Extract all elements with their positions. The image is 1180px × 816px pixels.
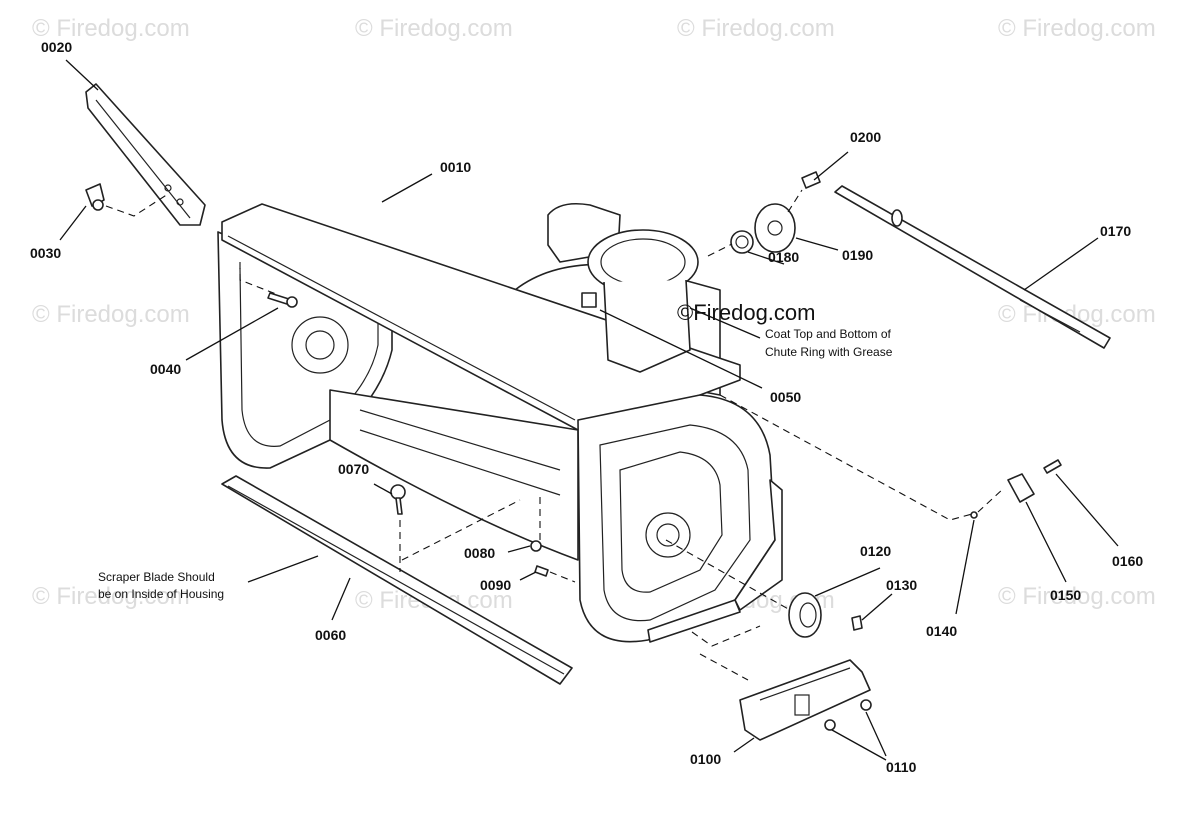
leader-lines — [59, 59, 1119, 761]
flange-bolt — [851, 615, 863, 631]
scraper-bar — [221, 475, 573, 685]
label-0180: 0180 — [768, 249, 799, 265]
label-0020: 0020 — [41, 39, 72, 55]
label-0170: 0170 — [1100, 223, 1131, 239]
watermark: © Firedog.com — [32, 301, 190, 328]
flange-bolt-rear — [801, 171, 821, 189]
watermark: © Firedog.com — [998, 583, 1156, 610]
blower-housing — [217, 203, 783, 643]
chute-ring — [547, 202, 699, 373]
bearing-flange-rear — [754, 203, 796, 253]
center-watermark: ©Firedog.com — [677, 300, 815, 325]
spacer — [1007, 473, 1035, 503]
bushing — [730, 230, 754, 254]
label-0200: 0200 — [850, 129, 881, 145]
notes: Coat Top and Bottom of Chute Ring with G… — [98, 327, 893, 601]
label-0080: 0080 — [464, 545, 495, 561]
watermark: © Firedog.com — [355, 15, 513, 42]
watermark: © Firedog.com — [32, 583, 190, 610]
part-labels: 0020 0030 0040 0010 0050 0200 0190 0180 … — [30, 39, 1143, 775]
label-0060: 0060 — [315, 627, 346, 643]
auger-shaft — [834, 185, 1111, 349]
label-0100: 0100 — [690, 751, 721, 767]
grease-note-line1: Coat Top and Bottom of — [765, 327, 892, 341]
label-0070: 0070 — [338, 461, 369, 477]
skid-shoe — [85, 83, 206, 226]
label-0030: 0030 — [30, 245, 61, 261]
skid-nut — [860, 699, 872, 711]
label-0110: 0110 — [886, 759, 917, 775]
label-0120: 0120 — [860, 543, 891, 559]
carriage-bolt — [267, 292, 298, 308]
label-0130: 0130 — [886, 577, 917, 593]
label-0010: 0010 — [440, 159, 471, 175]
scraper-note-line2: be on Inside of Housing — [98, 587, 224, 601]
skid-plate — [739, 659, 871, 741]
washer — [970, 511, 978, 519]
scraper-bolt — [390, 484, 406, 515]
shear-bolt — [1043, 459, 1062, 474]
watermark: © Firedog.com — [677, 15, 835, 42]
hex-bolt — [534, 565, 549, 577]
assembly-lines — [105, 189, 1005, 681]
label-0040: 0040 — [150, 361, 181, 377]
watermark: © Firedog.com — [998, 15, 1156, 42]
label-0190: 0190 — [842, 247, 873, 263]
label-0090: 0090 — [480, 577, 511, 593]
label-0140: 0140 — [926, 623, 957, 639]
bearing-flange — [788, 592, 822, 638]
chute-clip — [581, 292, 597, 308]
wing-nut — [85, 183, 105, 211]
watermark: © Firedog.com — [32, 15, 190, 42]
scraper-note-line1: Scraper Blade Should — [98, 570, 215, 584]
label-0160: 0160 — [1112, 553, 1143, 569]
skid-nut — [824, 719, 836, 731]
label-0150: 0150 — [1050, 587, 1081, 603]
label-0050: 0050 — [770, 389, 801, 405]
grease-note-line2: Chute Ring with Grease — [765, 345, 893, 359]
flange-nut — [530, 540, 542, 552]
